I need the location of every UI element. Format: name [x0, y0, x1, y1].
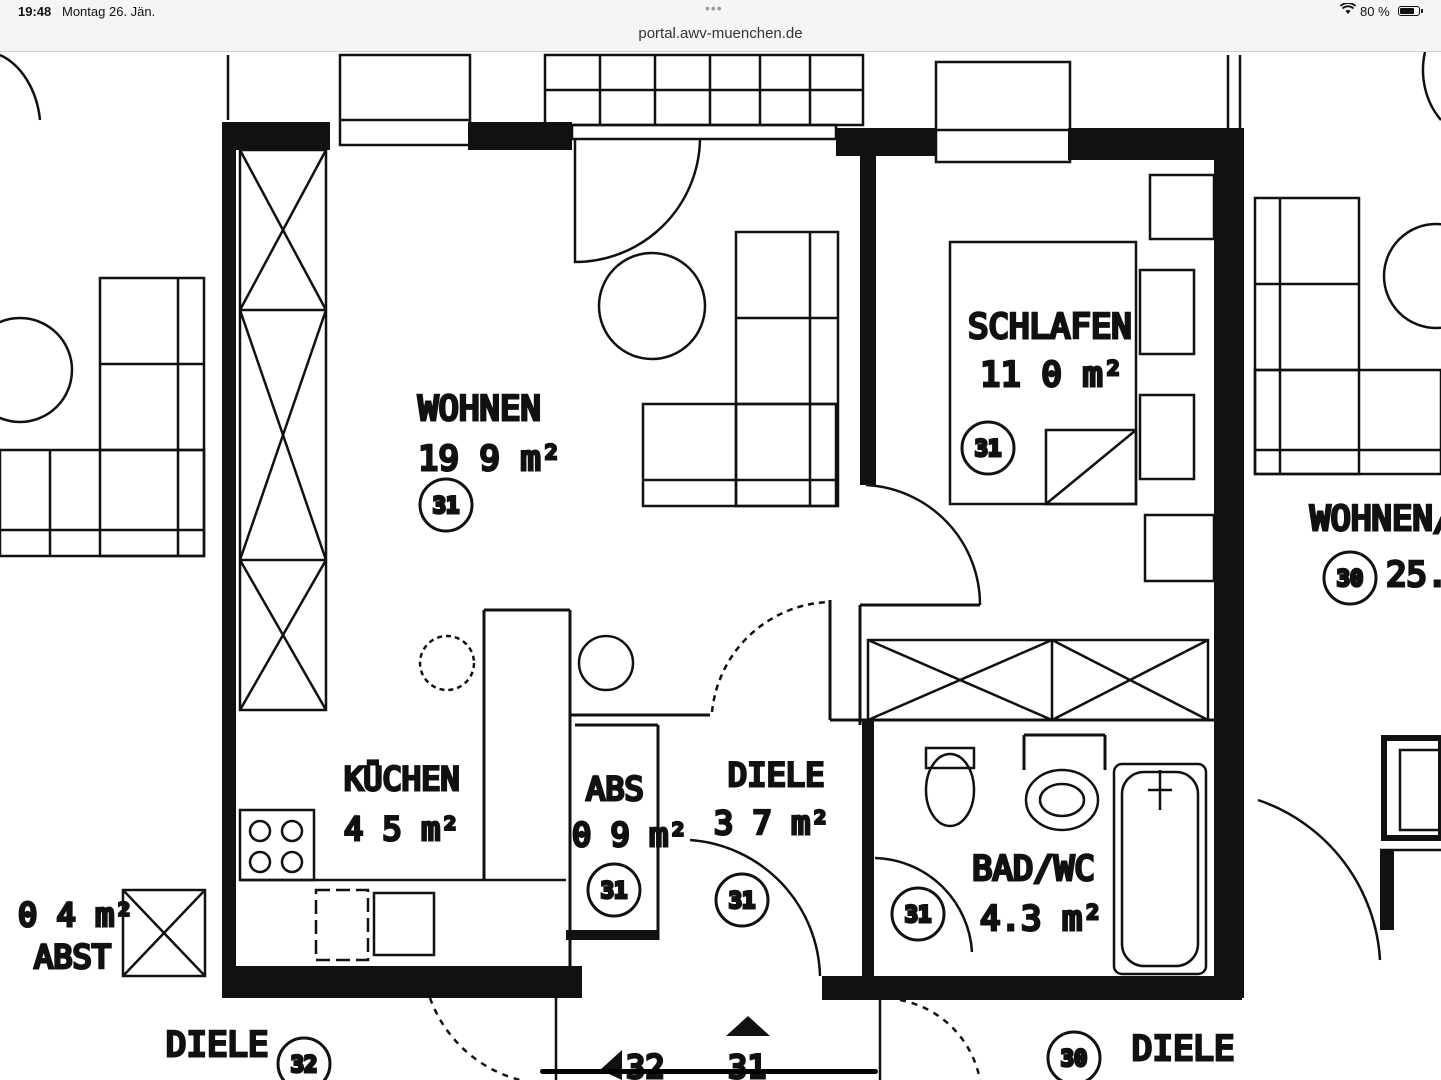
bottom-right-tag-circle — [1046, 1030, 1102, 1080]
room-label-bad: BAD/WC — [972, 849, 1095, 889]
kitchen-fixtures — [238, 808, 566, 962]
room-area-kuechen: 4 5 m² — [344, 810, 460, 848]
bathroom-fixtures — [924, 746, 1208, 976]
neighbor-tag-circle — [1322, 550, 1378, 606]
room-area-wohnen: 19 9 m² — [418, 439, 561, 479]
room-tag-bad: 31 — [905, 903, 932, 928]
bottom-center-right-tag: 31 — [728, 1048, 767, 1080]
bottom-right-label: DIELE — [1132, 1029, 1234, 1069]
neighbor-room-label: WOHNEN/ — [1310, 499, 1441, 539]
room-tag-circle-diele — [714, 872, 770, 928]
windows — [226, 53, 1242, 164]
bottom-center-left-tag: 32 — [626, 1048, 665, 1080]
address-bar[interactable]: portal.awv-muenchen.de — [0, 22, 1441, 52]
status-bar: 19:48 Montag 26. Jän. ••• 80 % — [0, 0, 1441, 22]
exterior-walls — [222, 122, 1244, 1000]
battery-icon — [1398, 6, 1423, 16]
bottom-left-tag: 32 — [291, 1053, 318, 1078]
neighbor-area: 25. — [1386, 555, 1441, 595]
neighbor-right-furniture — [1253, 52, 1441, 930]
room-label-abs: ABS — [586, 770, 644, 808]
neighbor-left-furniture — [0, 53, 206, 558]
bottom-left-label: DIELE — [166, 1025, 268, 1065]
wifi-icon — [1339, 2, 1357, 18]
room-tag-wohnen: 31 — [433, 494, 460, 519]
multitasking-dots-icon[interactable]: ••• — [705, 0, 723, 16]
floor-plan-image: WOHNEN 19 9 m² 31 SCHLAFEN 11 0 m² 31 KÜ… — [0, 52, 1441, 1080]
room-label-diele: DIELE — [728, 756, 824, 794]
room-tag-circle-wohnen — [418, 477, 474, 533]
room-label-schlafen: SCHLAFEN — [968, 307, 1132, 347]
neighbor-tag: 30 — [1337, 567, 1364, 592]
small-room-area: 0 4 m² — [18, 896, 134, 934]
small-room-label: ABST — [34, 938, 111, 976]
room-tag-schlafen: 31 — [975, 437, 1002, 462]
room-tag-circle-abs — [586, 862, 642, 918]
status-date: Montag 26. Jän. — [62, 4, 156, 19]
doors — [428, 139, 1382, 1080]
room-area-diele: 3 7 m² — [714, 804, 830, 842]
bottom-right-tag: 30 — [1061, 1047, 1088, 1072]
battery-percent: 80 % — [1360, 4, 1390, 19]
home-indicator[interactable] — [540, 1069, 878, 1074]
room-label-wohnen: WOHNEN — [418, 389, 541, 429]
room-tag-circle-schlafen — [960, 420, 1016, 476]
room-tag-diele: 31 — [729, 889, 756, 914]
url-text: portal.awv-muenchen.de — [638, 25, 803, 42]
room-label-kuechen: KÜCHEN — [344, 760, 460, 798]
room-tag-circle-bad — [890, 886, 946, 942]
living-furniture — [418, 230, 840, 692]
room-area-schlafen: 11 0 m² — [980, 355, 1123, 395]
room-area-abs: 0 9 m² — [572, 816, 688, 854]
status-time: 19:48 — [18, 4, 52, 19]
wardrobe — [238, 148, 328, 712]
room-area-bad: 4.3 m² — [980, 899, 1103, 939]
bedroom-furniture — [948, 173, 1216, 583]
hallway-wardrobe — [866, 638, 1210, 722]
room-tag-abs: 31 — [601, 879, 628, 904]
storage-box — [121, 888, 207, 978]
bottom-left-tag-circle — [276, 1036, 332, 1080]
